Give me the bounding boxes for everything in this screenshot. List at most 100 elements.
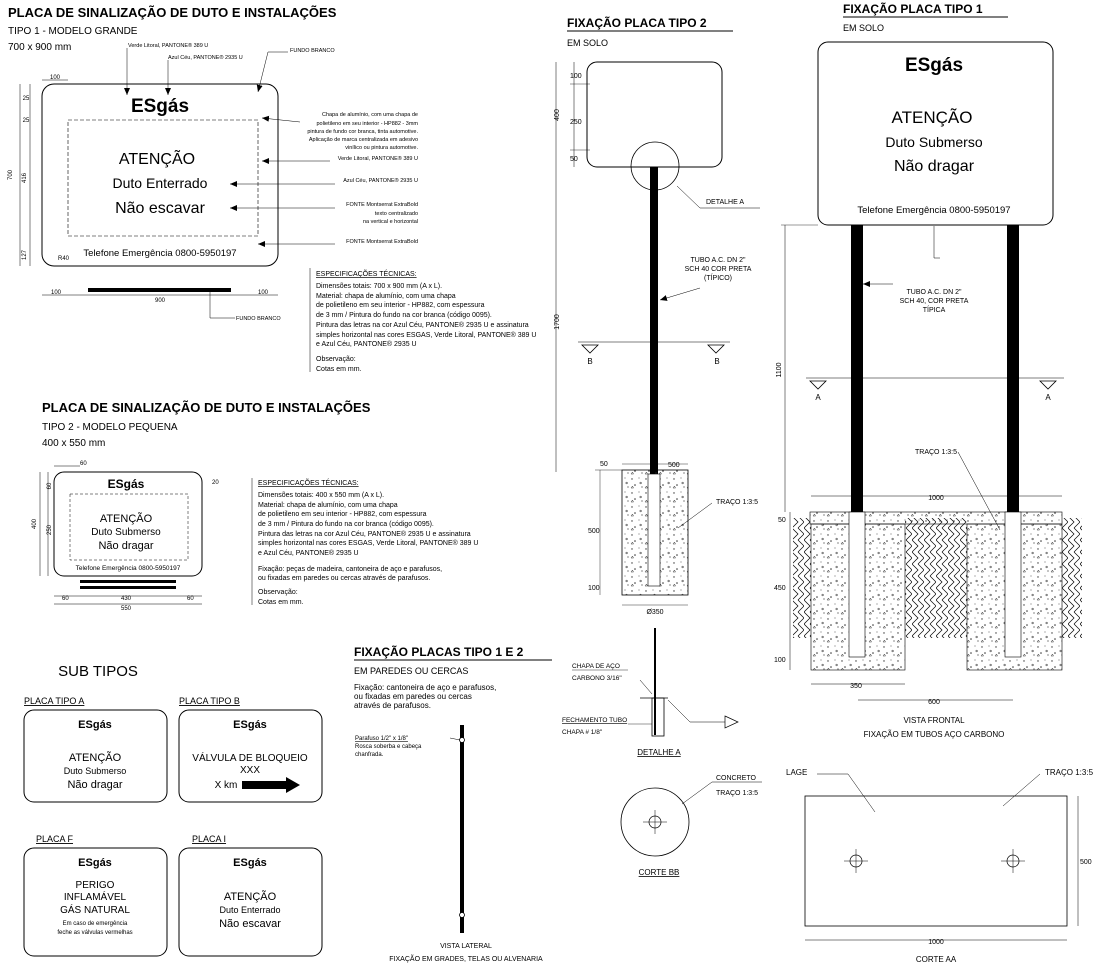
walls-bolt-top (459, 737, 465, 743)
type2-sign (586, 61, 723, 168)
sec1-spec-2: Material: chapa de alumínio, com uma cha… (316, 293, 456, 300)
subtipo-i-l2: Duto Enterrado (219, 905, 280, 915)
sign2-bar2 (80, 586, 176, 589)
type2-d350: Ø350 (646, 609, 663, 616)
sec1-spec-6: simples horizontal nas cores ESGAS, Verd… (316, 331, 536, 339)
sec1-spec-9: Cotas em mm. (316, 366, 362, 373)
sec1-size: 700 x 900 mm (8, 42, 71, 53)
sec2-title: PLACA DE SINALIZAÇÃO DE DUTO E INSTALAÇÕ… (42, 400, 371, 415)
subtipo-f-sign (23, 847, 168, 957)
type1-cap2: FIXAÇÃO EM TUBOS AÇO CARBONO (864, 730, 1005, 739)
dim2-60c: 60 (187, 596, 194, 602)
corteBB-circle (620, 787, 690, 857)
type2-d500b: 500 (588, 528, 600, 535)
subtipo-f-logo: ESgás (78, 857, 112, 869)
walls-cap1: VISTA LATERAL (440, 943, 492, 950)
sec1-spec-1: Dimensões totais: 700 x 900 mm (A x L). (316, 283, 442, 290)
subtipo-f-l2: INFLAMÁVEL (64, 890, 127, 903)
sign2-inner-frame (69, 493, 189, 561)
subtipo-a-sign (23, 709, 168, 803)
type1-dimensions: 1000 50 450 100 350 600 (774, 495, 1062, 706)
type2-d50b: 50 (600, 461, 608, 468)
section-type2-fixing: FIXAÇÃO PLACA TIPO 2 EM SOLO 100 250 50 … (554, 15, 760, 616)
subtipo-b-l2: XXX (240, 765, 260, 776)
dim-416: 416 (22, 172, 28, 183)
type1-soil-mid (905, 518, 967, 638)
type2-tubo1: TUBO A.C. DN 2" (691, 257, 747, 264)
sign2-logo: ESgás (108, 477, 145, 491)
sec1-spec-7: e Azul Céu, PANTONE® 2935 U (316, 340, 417, 348)
type1-traco: TRAÇO 1:3:5 (915, 449, 957, 456)
type1-soil-left (793, 518, 811, 638)
note-fonte3: na vertical e horizontal (363, 219, 418, 225)
type1-d600: 600 (928, 699, 940, 706)
sec1-spec-8: Observação: (316, 356, 356, 363)
sign1-leader-notes: Verde Litoral, PANTONE® 389 U Azul Céu, … (124, 42, 419, 322)
sign2-line1: Duto Submerso (91, 527, 161, 538)
walls-cap2: FIXAÇÃO EM GRADES, TELAS OU ALVENARIA (389, 954, 543, 963)
subtipo-f-label: PLACA F (36, 834, 74, 844)
corteAA-slab (804, 795, 1068, 927)
detailA-chapa1: CHAPA DE AÇO (572, 663, 620, 670)
type2-post (650, 167, 658, 572)
subtipo-b-label: PLACA TIPO B (179, 696, 240, 706)
note-verde: Verde Litoral, PANTONE® 389 U (128, 42, 208, 49)
sign1-logo: ESgás (131, 96, 189, 117)
corteBB-caption: CORTE BB (639, 868, 680, 877)
sec2-spec-2: Material: chapa de alumínio, com uma cha… (258, 502, 398, 509)
type1-soil-right (1062, 518, 1082, 638)
subtipo-a-l2: Duto Submerso (64, 766, 127, 776)
sign1-base-bar (88, 288, 231, 292)
walls-desc2: ou fixadas em paredes ou cercas (354, 692, 472, 701)
subtipo-i-sign (178, 847, 323, 957)
type1-tubo2: SCH 40, COR PRETA (900, 298, 969, 305)
sec2-spec-3: de polietileno em seu interior - HP882, … (258, 511, 427, 518)
note-chapa2: polietileno em seu interior - HP882 - 3m… (317, 121, 419, 127)
type2-traco: TRAÇO 1:3:5 (716, 499, 758, 506)
type2-section-b-left-icon (581, 344, 599, 354)
sec1-specs: ESPECIFICAÇÕES TÉCNICAS: Dimensões totai… (309, 268, 536, 373)
dim-100b: 100 (258, 290, 269, 296)
dim-25a: 25 (23, 96, 30, 102)
sign1-line1: Duto Enterrado (113, 175, 208, 191)
type1-section-a-right-icon (1039, 380, 1057, 390)
dim-25b: 25 (23, 118, 30, 124)
note-fonte4: FONTE Montserrat ExtraBold (346, 239, 418, 245)
dim2-400: 400 (32, 518, 38, 529)
type2-detalhe: DETALHE A (706, 199, 744, 206)
note-chapa4: Aplicação de marca centralizada em adesi… (309, 137, 418, 143)
subtipo-f-l4: Em caso de emergência (63, 921, 128, 927)
walls-title: FIXAÇÃO PLACAS TIPO 1 E 2 (354, 644, 524, 659)
section-tipo1-grande: PLACA DE SINALIZAÇÃO DE DUTO E INSTALAÇÕ… (8, 5, 536, 373)
sign2-line2: Não dragar (98, 540, 153, 552)
sign1-outline (41, 83, 279, 267)
dim2-20: 20 (212, 480, 219, 486)
type2-dimensions: 100 250 50 400 1700 50 500 500 100 Ø350 (554, 62, 688, 616)
sign1-heading: ATENÇÃO (119, 148, 195, 168)
subtipo-i-label: PLACA I (192, 834, 226, 844)
corteAA-d500: 500 (1080, 859, 1092, 866)
type1-sign (817, 41, 1054, 226)
note-chapa1: Chapa de alumínio, com uma chapa de (322, 112, 418, 118)
type2-d50: 50 (570, 156, 578, 163)
note-chapa3: pintura de fundo cor branca, tinta autom… (307, 129, 418, 135)
subtipo-i-l1: ATENÇÃO (224, 890, 277, 903)
type2-d500: 500 (668, 462, 680, 469)
subtipo-b-l1: VÁLVULA DE BLOQUEIO (192, 751, 308, 764)
sec2-spec-7: e Azul Céu, PANTONE® 2935 U (258, 549, 359, 557)
type2-d100b: 100 (588, 585, 600, 592)
type1-a2: A (1045, 393, 1051, 402)
section-corte-bb: CONCRETO TRAÇO 1:3:5 CORTE BB (620, 775, 762, 877)
detailA-fech1: FECHAMENTO TUBO (562, 717, 627, 724)
subtipo-a-l3: Não dragar (67, 779, 122, 791)
dim2-250: 250 (47, 524, 53, 535)
note-verde2: Verde Litoral, PANTONE® 389 U (338, 155, 418, 162)
sec2-spec-10: Observação: (258, 589, 298, 596)
dim-700: 700 (8, 169, 14, 180)
sign1-dimensions: 100 700 416 127 25 25 R40 100 900 100 (8, 75, 278, 304)
subtipo-b-logo: ESgás (233, 719, 267, 731)
subtipo-b-l3: X km (215, 780, 238, 791)
walls-subtitle: EM PAREDES OU CERCAS (354, 666, 468, 676)
note-fundo: FUNDO BRANCO (290, 48, 335, 54)
